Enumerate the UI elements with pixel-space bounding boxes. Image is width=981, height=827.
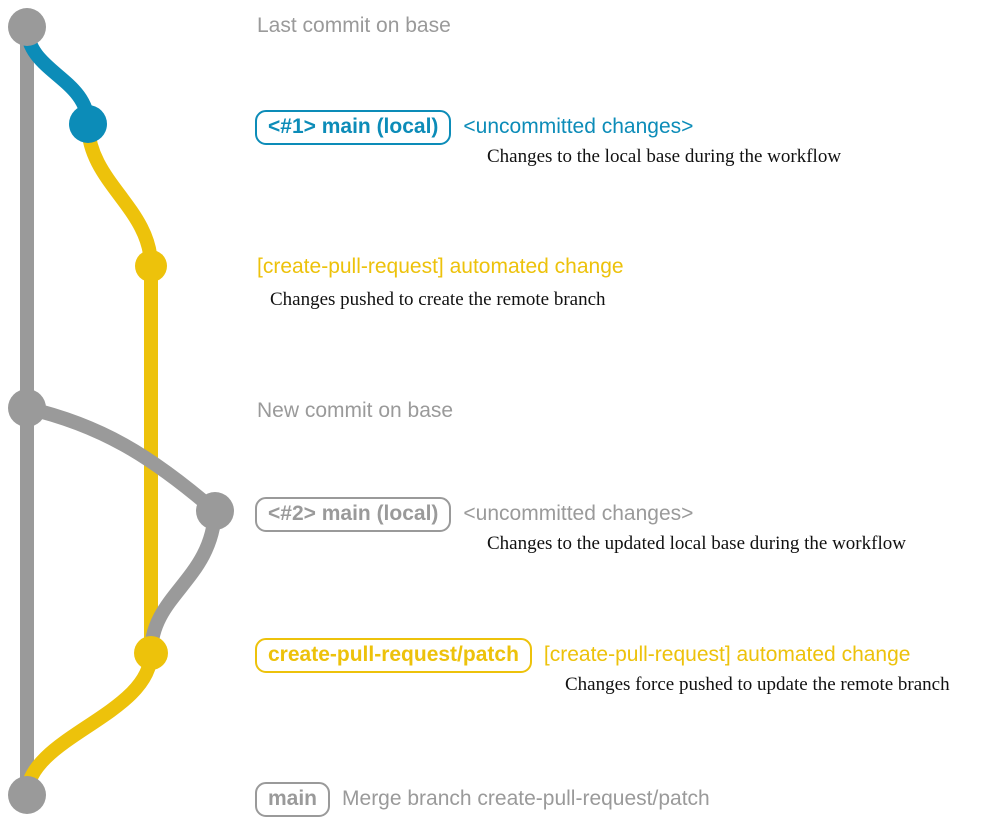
commit-note-local-2: Changes to the updated local base during… xyxy=(487,533,906,554)
commit-row-local-1: <#1> main (local) <uncommitted changes> xyxy=(255,110,693,145)
commit-note-local-1: Changes to the local base during the wor… xyxy=(487,146,842,167)
ref-badge-local-2[interactable]: <#2> main (local) xyxy=(255,497,452,532)
node-last-commit-on-base xyxy=(8,8,46,46)
edge-local1-to-remote1 xyxy=(81,117,158,273)
edge-local2-to-remote2 xyxy=(144,504,222,660)
commit-subject-last-commit-on-base: Last commit on base xyxy=(257,14,451,37)
commit-row-merge-commit: main Merge branch create-pull-request/pa… xyxy=(255,782,710,817)
ref-badge-local-1[interactable]: <#1> main (local) xyxy=(255,110,452,145)
commit-row-automated-change-2: create-pull-request/patch [create-pull-r… xyxy=(255,638,910,673)
commit-subject-automated-change-2: [create-pull-request] automated change xyxy=(543,643,911,666)
commit-subject-merge-commit: Merge branch create-pull-request/patch xyxy=(342,787,710,810)
commit-note-automated-change-2: Changes force pushed to update the remot… xyxy=(565,674,950,695)
node-local-2 xyxy=(196,492,234,530)
commit-subject-automated-change-1: [create-pull-request] automated change xyxy=(257,255,624,278)
ref-badge-create-pull-request-patch[interactable]: create-pull-request/patch xyxy=(255,638,532,673)
commit-row-local-2: <#2> main (local) <uncommitted changes> xyxy=(255,497,693,532)
commit-subject-new-commit-on-base: New commit on base xyxy=(257,399,454,422)
node-automated-change-1 xyxy=(135,250,167,282)
node-local-1 xyxy=(69,105,107,143)
commit-subject-local-1: <uncommitted changes> xyxy=(463,115,694,138)
commit-subject-local-2: <uncommitted changes> xyxy=(463,502,694,525)
node-merge-commit xyxy=(8,776,46,814)
node-new-commit-on-base xyxy=(8,389,46,427)
commit-note-automated-change-1: Changes pushed to create the remote bran… xyxy=(270,289,606,310)
edge-remote2-to-merge xyxy=(20,646,158,802)
node-automated-change-2 xyxy=(134,636,168,670)
edge-base-to-local2 xyxy=(20,401,222,518)
ref-badge-main[interactable]: main xyxy=(255,782,331,817)
